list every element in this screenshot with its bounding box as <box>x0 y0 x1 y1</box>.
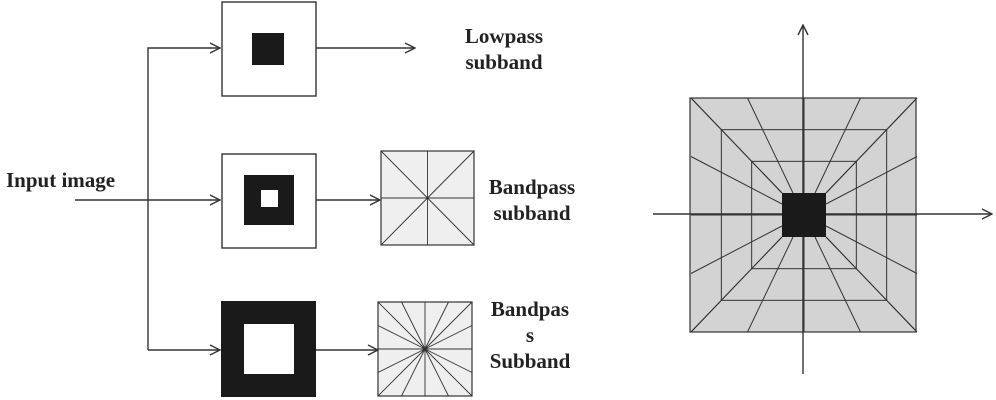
direction-line <box>427 197 475 246</box>
input-image-label: Input image <box>6 168 116 192</box>
bandpass-1-hole <box>261 190 278 207</box>
frequency-ray <box>690 225 783 274</box>
direction-line <box>401 301 426 350</box>
lowpass-subband-label: Lowpass subband <box>464 24 544 74</box>
frequency-ray <box>690 236 783 333</box>
arrow-to-lowpass-filter <box>147 48 220 350</box>
frequency-ray <box>825 97 918 194</box>
frequency-ray <box>690 156 783 205</box>
direction-line <box>401 348 426 397</box>
frequency-ray <box>814 97 861 194</box>
direction-line <box>424 301 449 350</box>
bandpass-2-hole <box>244 324 294 374</box>
frequency-ray <box>747 97 794 194</box>
lowpass-filter-box <box>221 1 317 97</box>
direction-line <box>377 325 426 350</box>
directional-tile-8 <box>380 150 475 246</box>
direction-line <box>380 150 428 199</box>
bandpass-subband-label-2: Bandpas s Subband <box>489 297 571 373</box>
direction-line <box>424 348 449 397</box>
frequency-ray <box>690 97 783 194</box>
input-branch-lines <box>75 48 220 350</box>
bandpass-filter-box-2 <box>221 301 316 397</box>
frequency-ray <box>814 236 861 333</box>
lowpass-center-block <box>252 33 284 65</box>
direction-line <box>377 301 426 350</box>
bandpass-subband-label-1: Bandpass subband <box>488 175 576 225</box>
frequency-ray <box>825 225 918 274</box>
frequency-ray <box>825 236 918 333</box>
frequency-ray <box>747 236 794 333</box>
direction-line <box>424 301 473 350</box>
plane-center-lowpass-block <box>782 193 826 237</box>
bandpass-filter-box-1 <box>221 153 317 249</box>
direction-line <box>424 348 473 397</box>
direction-line <box>427 150 475 199</box>
direction-line <box>377 348 426 397</box>
frequency-ray <box>825 156 918 205</box>
direction-line <box>424 348 473 373</box>
direction-line <box>424 325 473 350</box>
direction-line <box>377 348 426 373</box>
directional-tile-16 <box>377 301 473 397</box>
direction-line <box>380 197 428 246</box>
